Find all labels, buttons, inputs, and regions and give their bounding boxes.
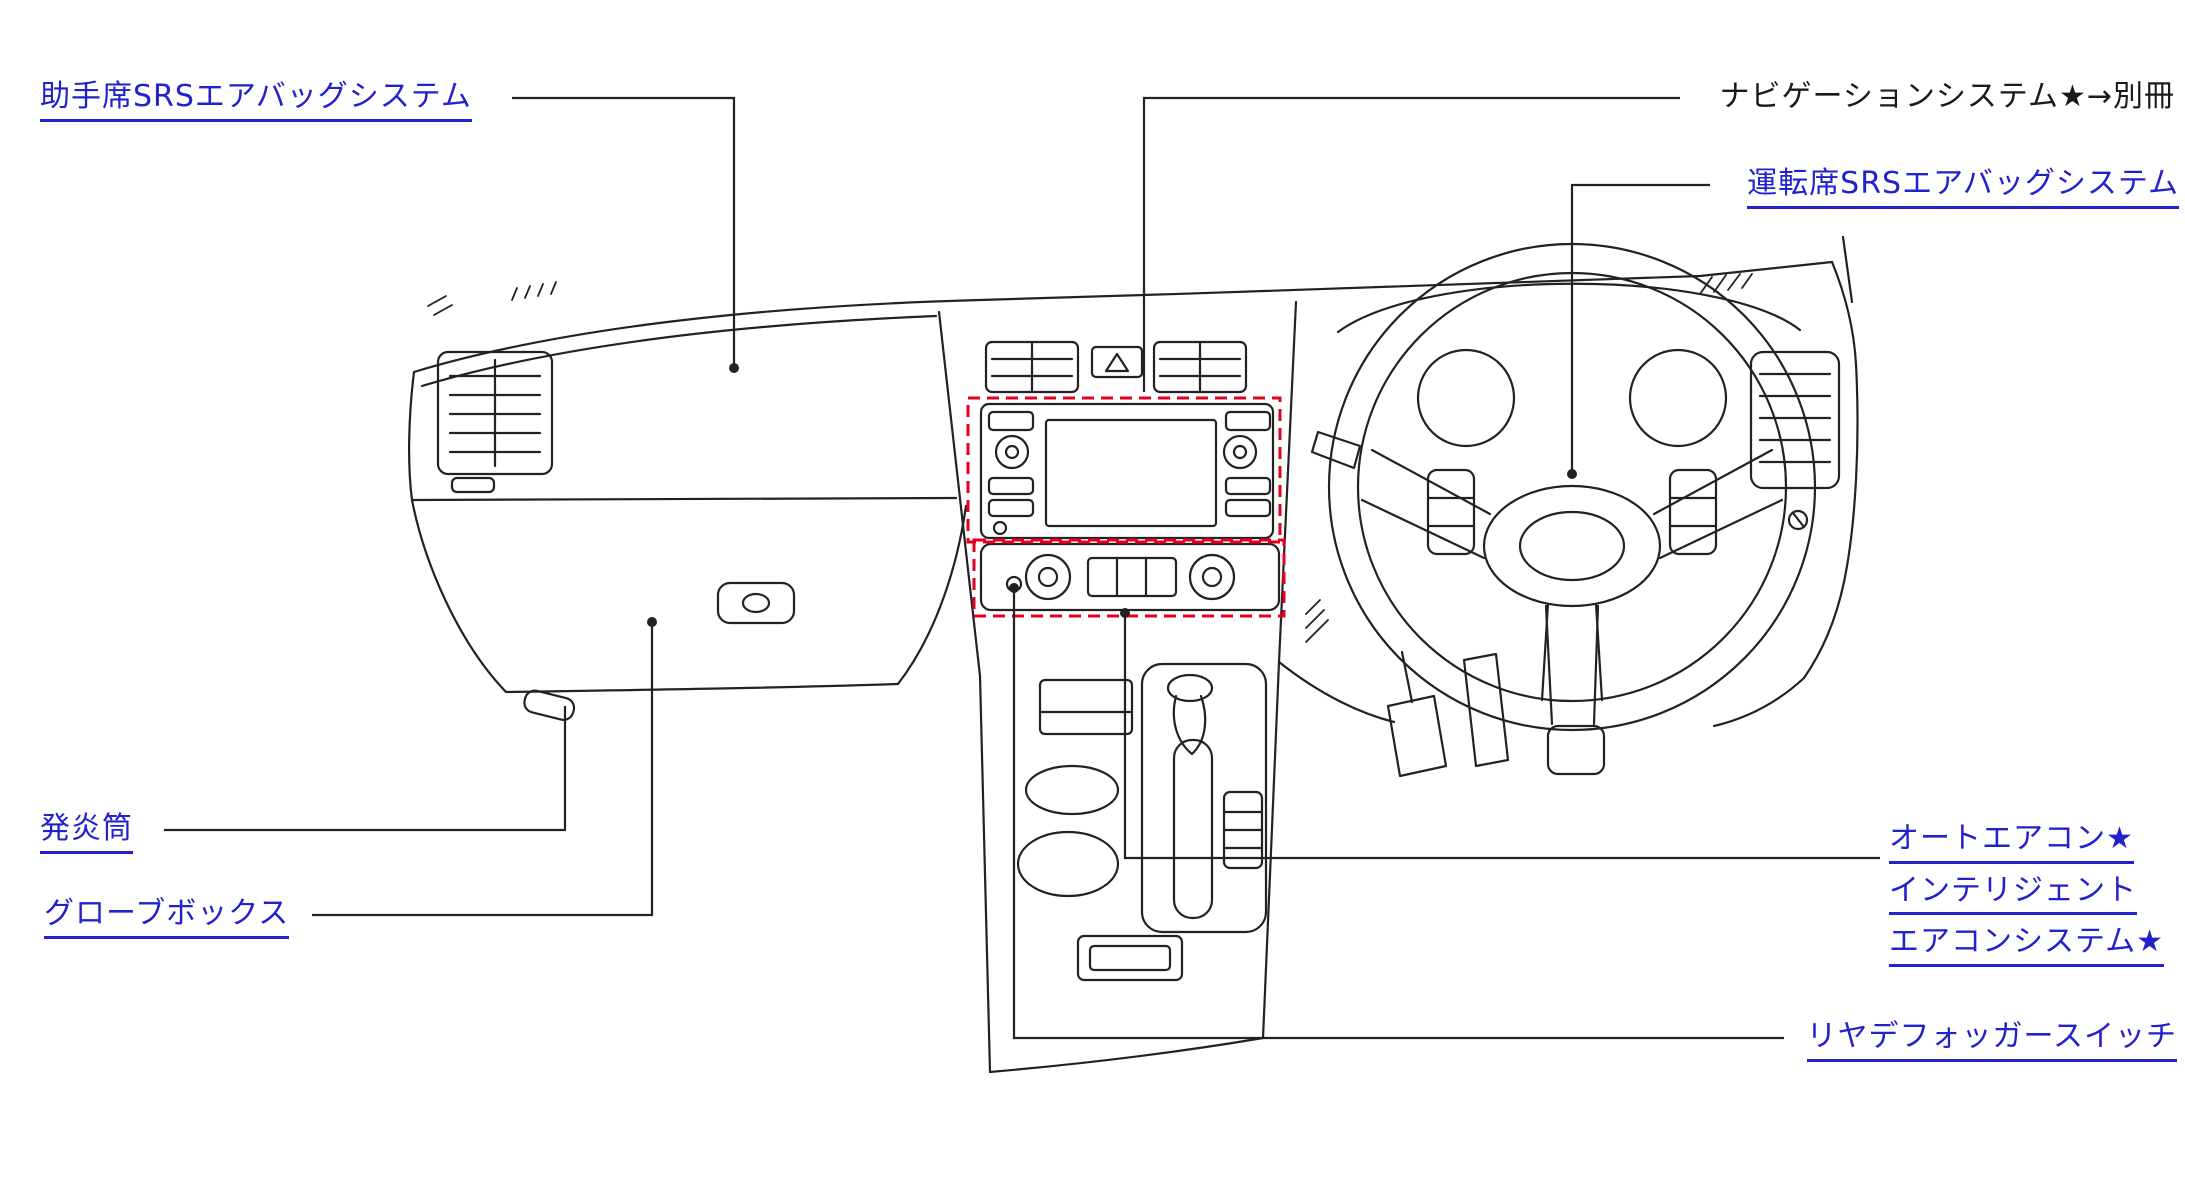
climate-control-panel: [979, 542, 1281, 612]
leader-driver-airbag: [1570, 183, 1710, 470]
cupholder: [1016, 830, 1120, 898]
leader-auto-aircon: [1123, 616, 1880, 860]
leader-dot: [1567, 469, 1577, 479]
flare-tube: [523, 689, 576, 721]
spoke-switches: [1668, 468, 1718, 556]
center-stack: [937, 300, 1298, 678]
spoke-switches: [1426, 468, 1476, 556]
display-screen: [1044, 418, 1218, 528]
callout-auto-aircon-line1[interactable]: オートエアコン★: [1889, 821, 2134, 864]
callout-flare[interactable]: 発炎筒: [40, 811, 133, 854]
audio-navigation-unit: [979, 402, 1275, 540]
leader-navigation: [1142, 96, 1680, 392]
leader-dot: [647, 617, 657, 627]
steering-hub-airbag: [1482, 484, 1662, 608]
callout-passenger-airbag[interactable]: 助手席SRSエアバッグシステム: [40, 79, 472, 122]
leader-dot: [729, 363, 739, 373]
callout-glove-box[interactable]: グローブボックス: [44, 896, 290, 939]
shift-knob: [1166, 673, 1214, 703]
callout-navigation: ナビゲーションシステム★→別冊: [1719, 79, 2175, 114]
center-console: [978, 660, 1281, 1074]
callout-driver-airbag[interactable]: 運転席SRSエアバッグシステム: [1747, 166, 2179, 209]
steering-wheel: [1310, 242, 1817, 776]
dashboard-body: [408, 235, 1859, 728]
gauge-dial: [1628, 348, 1728, 448]
climate-panel-highlight: [972, 538, 1286, 618]
ignition-switch: [1787, 509, 1809, 531]
left-air-vent: [436, 350, 554, 494]
leader-passenger-airbag: [512, 96, 736, 364]
leader-glove-box: [312, 626, 654, 917]
callout-auto-aircon-line2[interactable]: インテリジェント: [1889, 873, 2137, 915]
gauge-dial: [1416, 348, 1516, 448]
callout-auto-aircon: オートエアコン★ インテリジェント エアコンシステム★: [1889, 821, 2164, 977]
accelerator-pedal: [1462, 652, 1510, 768]
hazard-switch: [1090, 345, 1144, 379]
turn-signal-stalk: [1310, 430, 1362, 470]
pedals: [1386, 650, 1510, 778]
callout-auto-aircon-line3[interactable]: エアコンシステム★: [1889, 924, 2164, 967]
leader-lines: [164, 96, 1880, 1040]
callout-rear-defogger[interactable]: リヤデフォッガースイッチ: [1806, 1019, 2177, 1062]
right-air-vent: [1749, 350, 1841, 490]
leader-rear-defogger: [1012, 592, 1784, 1040]
leader-dot: [1120, 608, 1130, 618]
leader-flare: [164, 706, 567, 832]
glove-box-handle: [716, 581, 796, 625]
audio-unit-highlight: [966, 396, 1282, 544]
leader-dot: [1009, 583, 1019, 593]
brake-pedal: [1386, 694, 1448, 778]
cupholder: [1024, 764, 1120, 816]
